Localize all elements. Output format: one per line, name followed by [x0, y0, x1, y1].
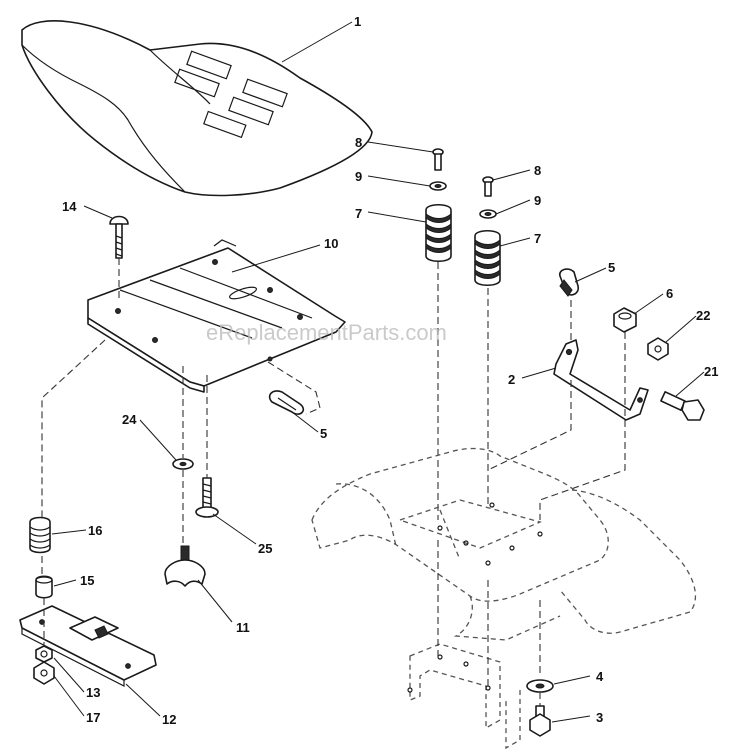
callout-label: 2: [508, 372, 515, 387]
shoulder-bolt-21[interactable]: [660, 391, 705, 421]
callout-label: 3: [596, 710, 603, 725]
callout-label: 21: [704, 364, 718, 379]
mower-chassis-ghost: [311, 447, 697, 750]
callout-label: 9: [534, 193, 541, 208]
callout-labels: 1 2 3 4 5 5 6 7 7 8 8 9 9 10 11 12 13 14…: [62, 14, 718, 727]
lock-nut-13[interactable]: [35, 645, 53, 663]
callout-label: 6: [666, 286, 673, 301]
spring-7-right[interactable]: [474, 229, 501, 287]
nut-22[interactable]: [647, 337, 669, 361]
callout-label: 5: [608, 260, 615, 275]
callout-label: 5: [320, 426, 327, 441]
bolt-8-right[interactable]: [482, 176, 494, 197]
callout-label: 25: [258, 541, 272, 556]
washer-9-left[interactable]: [429, 181, 447, 191]
callout-label: 17: [86, 710, 100, 725]
shoulder-bolt-25[interactable]: [195, 477, 219, 518]
bolt-3[interactable]: [529, 705, 551, 737]
callout-label: 22: [696, 308, 710, 323]
carriage-bolt[interactable]: [109, 215, 129, 259]
washer-9-right[interactable]: [479, 209, 497, 219]
washer-4[interactable]: [526, 679, 554, 693]
hex-nut-6[interactable]: [613, 307, 637, 333]
washer-24[interactable]: [172, 458, 194, 470]
seat-spring[interactable]: [29, 516, 51, 554]
callout-label: 13: [86, 685, 100, 700]
callout-label: 15: [80, 573, 94, 588]
adjustment-knob[interactable]: [164, 545, 206, 587]
spacer[interactable]: [35, 575, 53, 599]
spring-7-left[interactable]: [425, 203, 452, 263]
callout-label: 10: [324, 236, 338, 251]
callout-label: 8: [355, 135, 362, 150]
callout-label: 9: [355, 169, 362, 184]
seat-pan[interactable]: [87, 239, 346, 393]
callout-label: 16: [88, 523, 102, 538]
bolt-8-left[interactable]: [432, 148, 444, 171]
clip-left[interactable]: [268, 390, 305, 415]
callout-label: 11: [236, 620, 250, 635]
clip-right[interactable]: [558, 268, 580, 297]
seat-bracket[interactable]: [553, 339, 649, 421]
callout-label: 24: [122, 412, 137, 427]
callout-label: 4: [596, 669, 604, 684]
seat-slide-bracket[interactable]: [19, 605, 157, 687]
seat[interactable]: [21, 20, 373, 197]
callout-label: 7: [355, 206, 362, 221]
watermark: eReplacementParts.com: [206, 320, 447, 345]
callout-label: 7: [534, 231, 541, 246]
callout-label: 8: [534, 163, 541, 178]
washer-17[interactable]: [33, 661, 55, 685]
callout-label: 1: [354, 14, 361, 29]
callout-label: 12: [162, 712, 176, 727]
callout-leaders: [51, 21, 705, 723]
callout-label: 14: [62, 199, 77, 214]
